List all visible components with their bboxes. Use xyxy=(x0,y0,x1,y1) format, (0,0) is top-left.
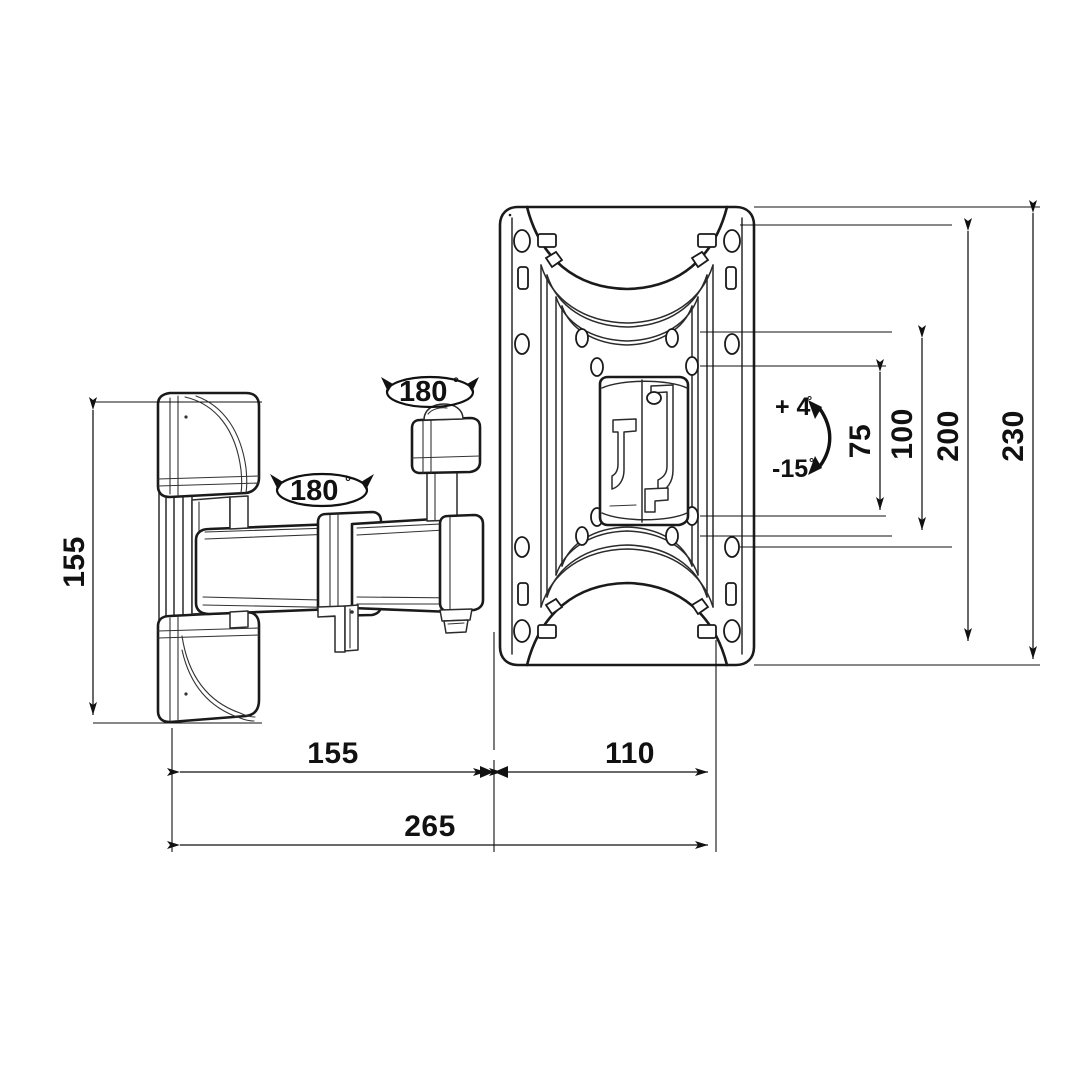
dimension-vesa-100: 100 xyxy=(886,325,926,530)
swivel-180-upper: 180 ° xyxy=(381,375,479,409)
dimension-75-label: 75 xyxy=(844,424,877,458)
swivel-180-lower: 180 ° xyxy=(270,472,374,508)
dimension-plate-200: 200 xyxy=(932,218,972,641)
upper-pivot-block xyxy=(410,403,482,475)
dimension-arm-extension-155: 155 xyxy=(167,737,486,776)
tilt-up-label: + 4 xyxy=(775,393,811,421)
dimension-100-label: 100 xyxy=(886,408,919,460)
dimension-plate-depth-110: 110 xyxy=(489,737,708,776)
vesa-100-holes xyxy=(575,328,679,546)
dimension-wall-plate-height: 155 xyxy=(58,397,262,724)
vesa-mounting-plate xyxy=(498,205,756,667)
swivel-180-lower-label: 180 xyxy=(290,475,338,507)
tilt-down-degree: ° xyxy=(809,455,814,470)
lower-pivot-block xyxy=(438,513,485,613)
dimension-total-depth-265: 265 xyxy=(167,810,708,849)
plate-hole-cluster-top-right xyxy=(690,229,741,290)
tilt-up-degree: ° xyxy=(807,393,812,408)
plate-contour-ribs-bottom xyxy=(540,526,714,608)
dimension-230-label: 230 xyxy=(997,410,1030,462)
wall-plate-upper-pad xyxy=(156,391,261,499)
right-extension-lines xyxy=(700,206,1040,666)
articulating-arm xyxy=(194,403,485,653)
plate-contour-ribs-top xyxy=(540,264,714,346)
plate-hole-cluster-bottom-left xyxy=(513,582,564,643)
tilt-mechanism-housing xyxy=(598,375,690,527)
wall-plate-lower-pad xyxy=(156,610,261,724)
plate-hole-cluster-top-left xyxy=(513,229,564,290)
swivel-180-upper-degree: ° xyxy=(453,375,459,392)
arm-latch-hook xyxy=(317,604,359,653)
tilt-range-annotation: + 4 ° -15 ° xyxy=(772,393,832,483)
dimension-155-vertical-label: 155 xyxy=(58,536,91,588)
dimension-vesa-75: 75 xyxy=(844,359,884,510)
lower-threaded-boss xyxy=(439,608,473,634)
swivel-180-upper-label: 180 xyxy=(399,376,447,408)
dimension-110-label: 110 xyxy=(605,737,655,770)
dimension-265-label: 265 xyxy=(404,810,456,843)
dimension-plate-230: 230 xyxy=(997,200,1037,659)
plate-hole-cluster-bottom-right xyxy=(690,582,741,643)
plate-mid-edge-holes xyxy=(514,333,740,558)
wall-plate-assembly xyxy=(156,391,261,724)
dimension-chain-midpoint-ticks xyxy=(480,766,508,778)
dimension-200-label: 200 xyxy=(932,410,965,462)
tilt-down-label: -15 xyxy=(772,455,808,483)
swivel-180-lower-degree: ° xyxy=(345,474,351,491)
plate-side-ribs xyxy=(540,264,714,608)
dimension-155-horizontal-label: 155 xyxy=(307,737,359,770)
